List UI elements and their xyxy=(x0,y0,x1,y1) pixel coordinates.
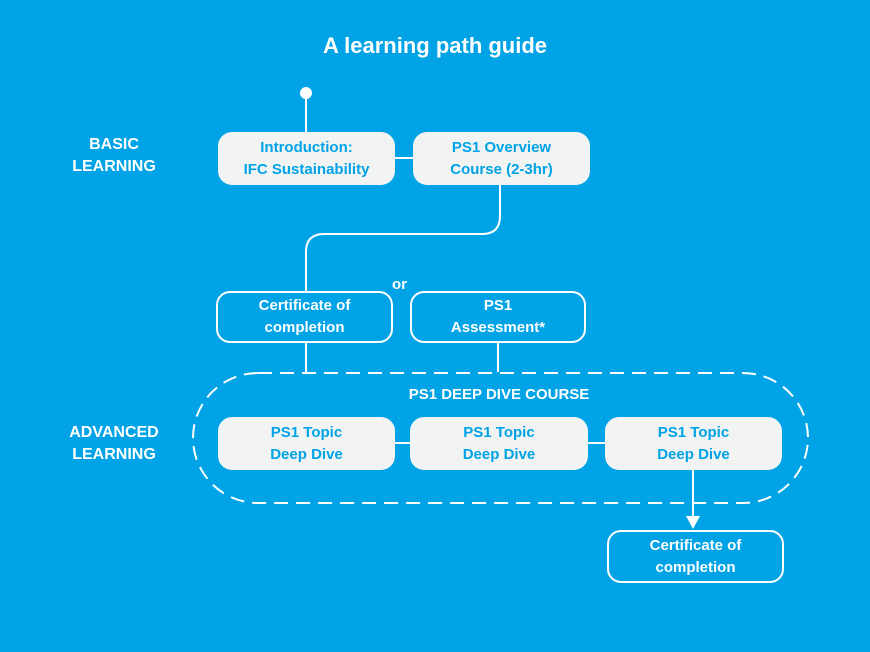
topic-node-1: PS1 Topic Deep Dive xyxy=(218,417,395,470)
topic-node-3: PS1 Topic Deep Dive xyxy=(605,417,782,470)
overview-node: PS1 Overview Course (2-3hr) xyxy=(413,132,590,185)
arrow-down-icon xyxy=(686,516,700,529)
deep-dive-title: PS1 DEEP DIVE COURSE xyxy=(408,386,590,403)
overview-to-certificate-connector xyxy=(305,185,501,291)
deep-dive-dashed-border xyxy=(192,372,809,504)
certificate-advanced-node: Certificate of completion xyxy=(607,530,784,583)
basic-learning-label: BASIC LEARNING xyxy=(72,136,156,175)
certificate-basic-node: Certificate of completion xyxy=(216,291,393,343)
advanced-learning-label: ADVANCED LEARNING xyxy=(69,424,159,463)
intro-node: Introduction: IFC Sustainability xyxy=(218,132,395,185)
assessment-node: PS1 Assessment* xyxy=(410,291,586,343)
topic-node-2: PS1 Topic Deep Dive xyxy=(410,417,588,470)
page-title: A learning path guide xyxy=(322,33,548,58)
or-label: or xyxy=(392,276,407,293)
